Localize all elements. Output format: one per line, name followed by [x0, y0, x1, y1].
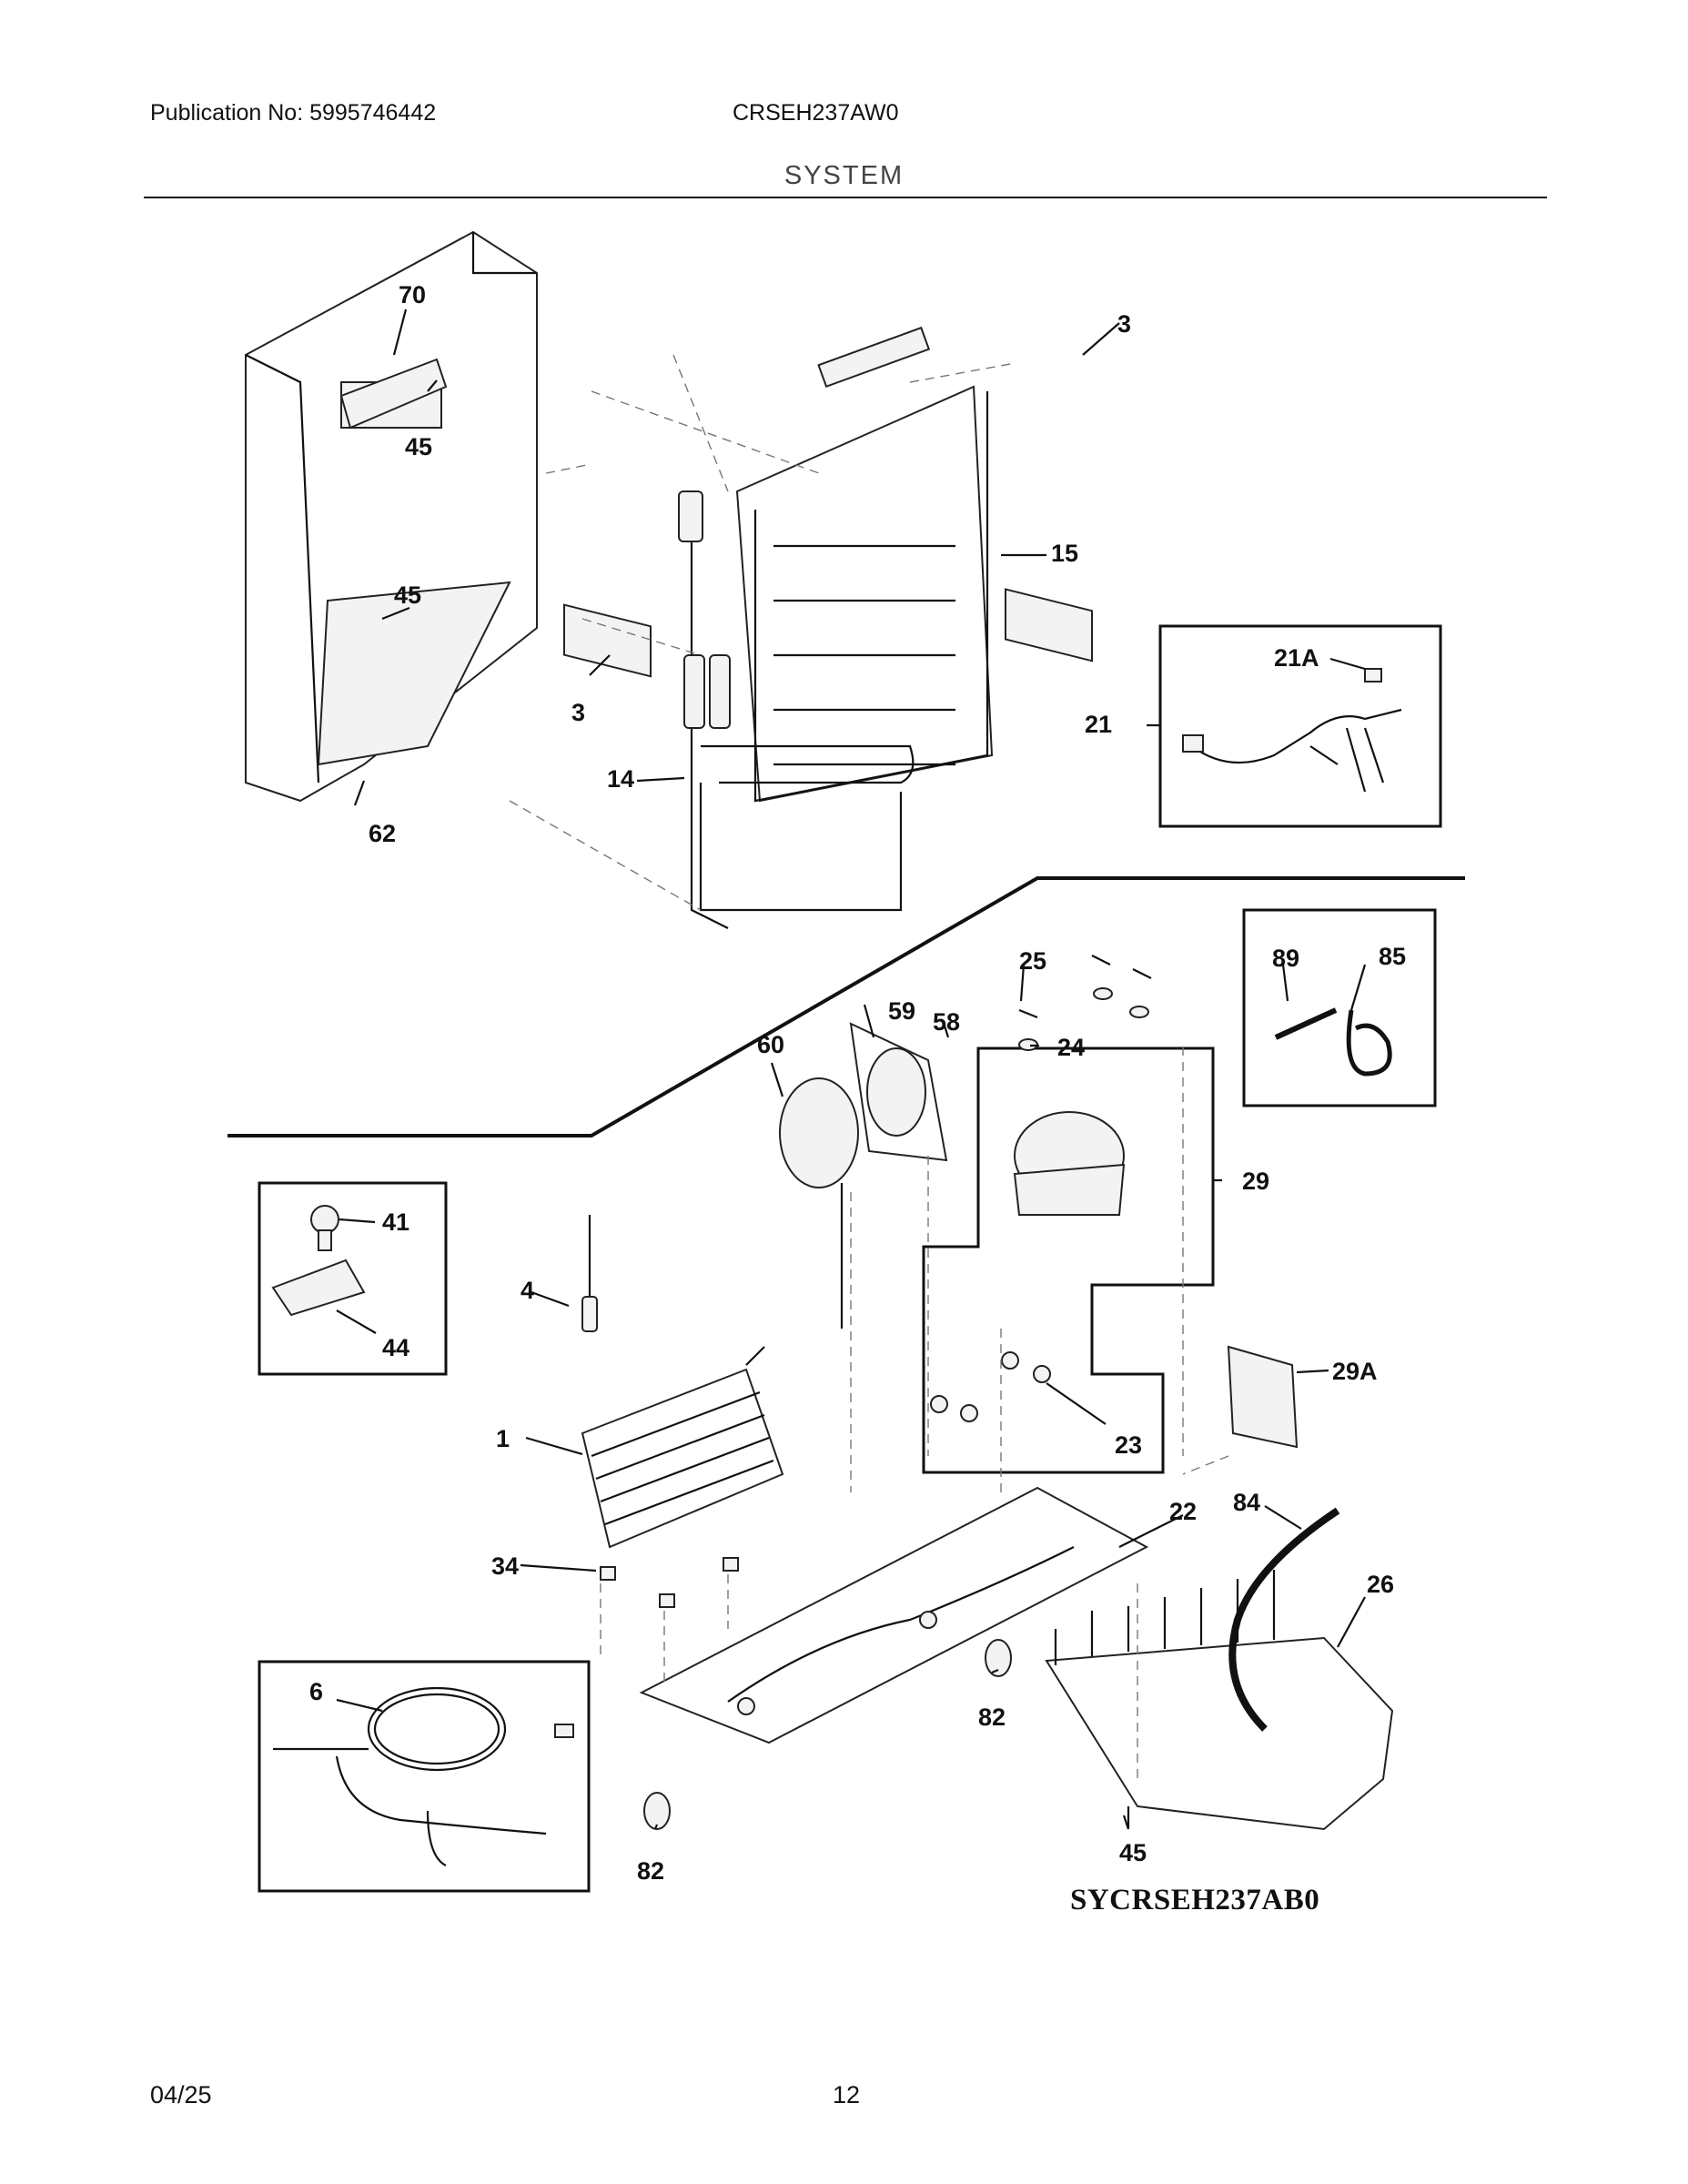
callout-4: 4: [521, 1277, 534, 1304]
grommets-part-23: [930, 1351, 1051, 1422]
fan-shroud-part-59: [849, 1022, 948, 1162]
callout-34: 34: [491, 1552, 519, 1580]
bracket-part-44: [271, 1259, 366, 1317]
drawing-id: SYCRSEH237AB0: [1070, 1884, 1320, 1916]
callout-22: 22: [1169, 1498, 1197, 1525]
insulation-block-part-3-left: [563, 603, 652, 678]
callout-85: 85: [1379, 943, 1406, 970]
callout-26: 26: [1367, 1571, 1394, 1598]
callout-6: 6: [309, 1678, 323, 1705]
tube-parts-inset-box: [1242, 908, 1437, 1107]
callout-21A: 21A: [1274, 644, 1319, 672]
insulation-block-part-3-top: [1005, 588, 1093, 662]
callout-leaders: [336, 308, 1367, 1830]
callout-89: 89: [1272, 945, 1299, 972]
clip-washer-parts-24-25: [1018, 955, 1152, 1051]
condenser-coil-part-15: [699, 326, 994, 912]
section-divider: [227, 876, 1465, 1138]
drain-hose-part-84: [1228, 1507, 1340, 1732]
callout-14: 14: [607, 765, 634, 793]
callout-24: 24: [1057, 1034, 1085, 1061]
section-title: SYSTEM: [783, 161, 905, 190]
callout-41: 41: [382, 1208, 409, 1236]
tube-part-89: [1274, 1007, 1338, 1040]
heater-wire-part-6: [273, 1686, 574, 1866]
compressor-part-29: [1013, 1111, 1126, 1216]
callout-45-top: 45: [405, 433, 432, 460]
footer-date: 04/25: [150, 2081, 212, 2108]
dashed-alignment-lines-top: [509, 354, 1011, 911]
callout-29: 29: [1242, 1168, 1269, 1195]
callout-25: 25: [1019, 947, 1046, 975]
callout-45-mid: 45: [394, 581, 421, 609]
heater-inset-box: [258, 1660, 591, 1893]
callout-1: 1: [496, 1425, 510, 1452]
callout-29A: 29A: [1332, 1358, 1378, 1385]
callout-45-bottom: 45: [1119, 1839, 1147, 1866]
drain-pan-part-26: [1045, 1570, 1394, 1831]
screw-bracket-inset-box: [258, 1181, 448, 1376]
cabinet-back-wall: [245, 230, 538, 803]
screw-part-41: [310, 1205, 339, 1251]
publication-number: Publication No: 5995746442: [150, 100, 437, 126]
page-number: 12: [833, 2081, 861, 2108]
callout-23: 23: [1115, 1431, 1142, 1459]
plug-parts-34: [600, 1557, 739, 1608]
compressor-inset-outline: [922, 1046, 1215, 1474]
dashed-alignment-lines-bottom: [600, 1046, 1229, 1784]
bracket-part-29A: [1227, 1345, 1299, 1449]
callout-58: 58: [933, 1008, 960, 1036]
callout-84: 84: [1233, 1489, 1260, 1516]
fan-motor-part-60: [779, 1077, 859, 1329]
callout-44: 44: [382, 1334, 409, 1361]
callout-70: 70: [399, 281, 426, 308]
callout-15: 15: [1051, 540, 1078, 567]
roller-part-82-center: [985, 1639, 1012, 1677]
model-number: CRSEH237AW0: [733, 100, 899, 126]
callout-62: 62: [369, 820, 396, 847]
roller-part-82-left: [643, 1792, 671, 1830]
drier-tube-part-14: [678, 490, 731, 929]
bracket-part-70: [339, 358, 448, 430]
callout-3-left: 3: [571, 699, 585, 726]
base-plate-part-22: [639, 1486, 1149, 1744]
callout-3-top: 3: [1117, 310, 1131, 338]
wire-harness-part-21: [1182, 668, 1402, 793]
callout-82-center: 82: [978, 1704, 1006, 1731]
callout-59: 59: [888, 997, 915, 1025]
callout-21: 21: [1085, 711, 1112, 738]
tube-part-85: [1346, 1009, 1392, 1077]
evaporator-coil-part-1: [581, 1346, 784, 1549]
callout-60: 60: [757, 1031, 784, 1058]
header-rule: [144, 197, 1547, 198]
callout-82-left: 82: [637, 1857, 664, 1885]
thermistor-probe-part-4: [581, 1215, 598, 1332]
